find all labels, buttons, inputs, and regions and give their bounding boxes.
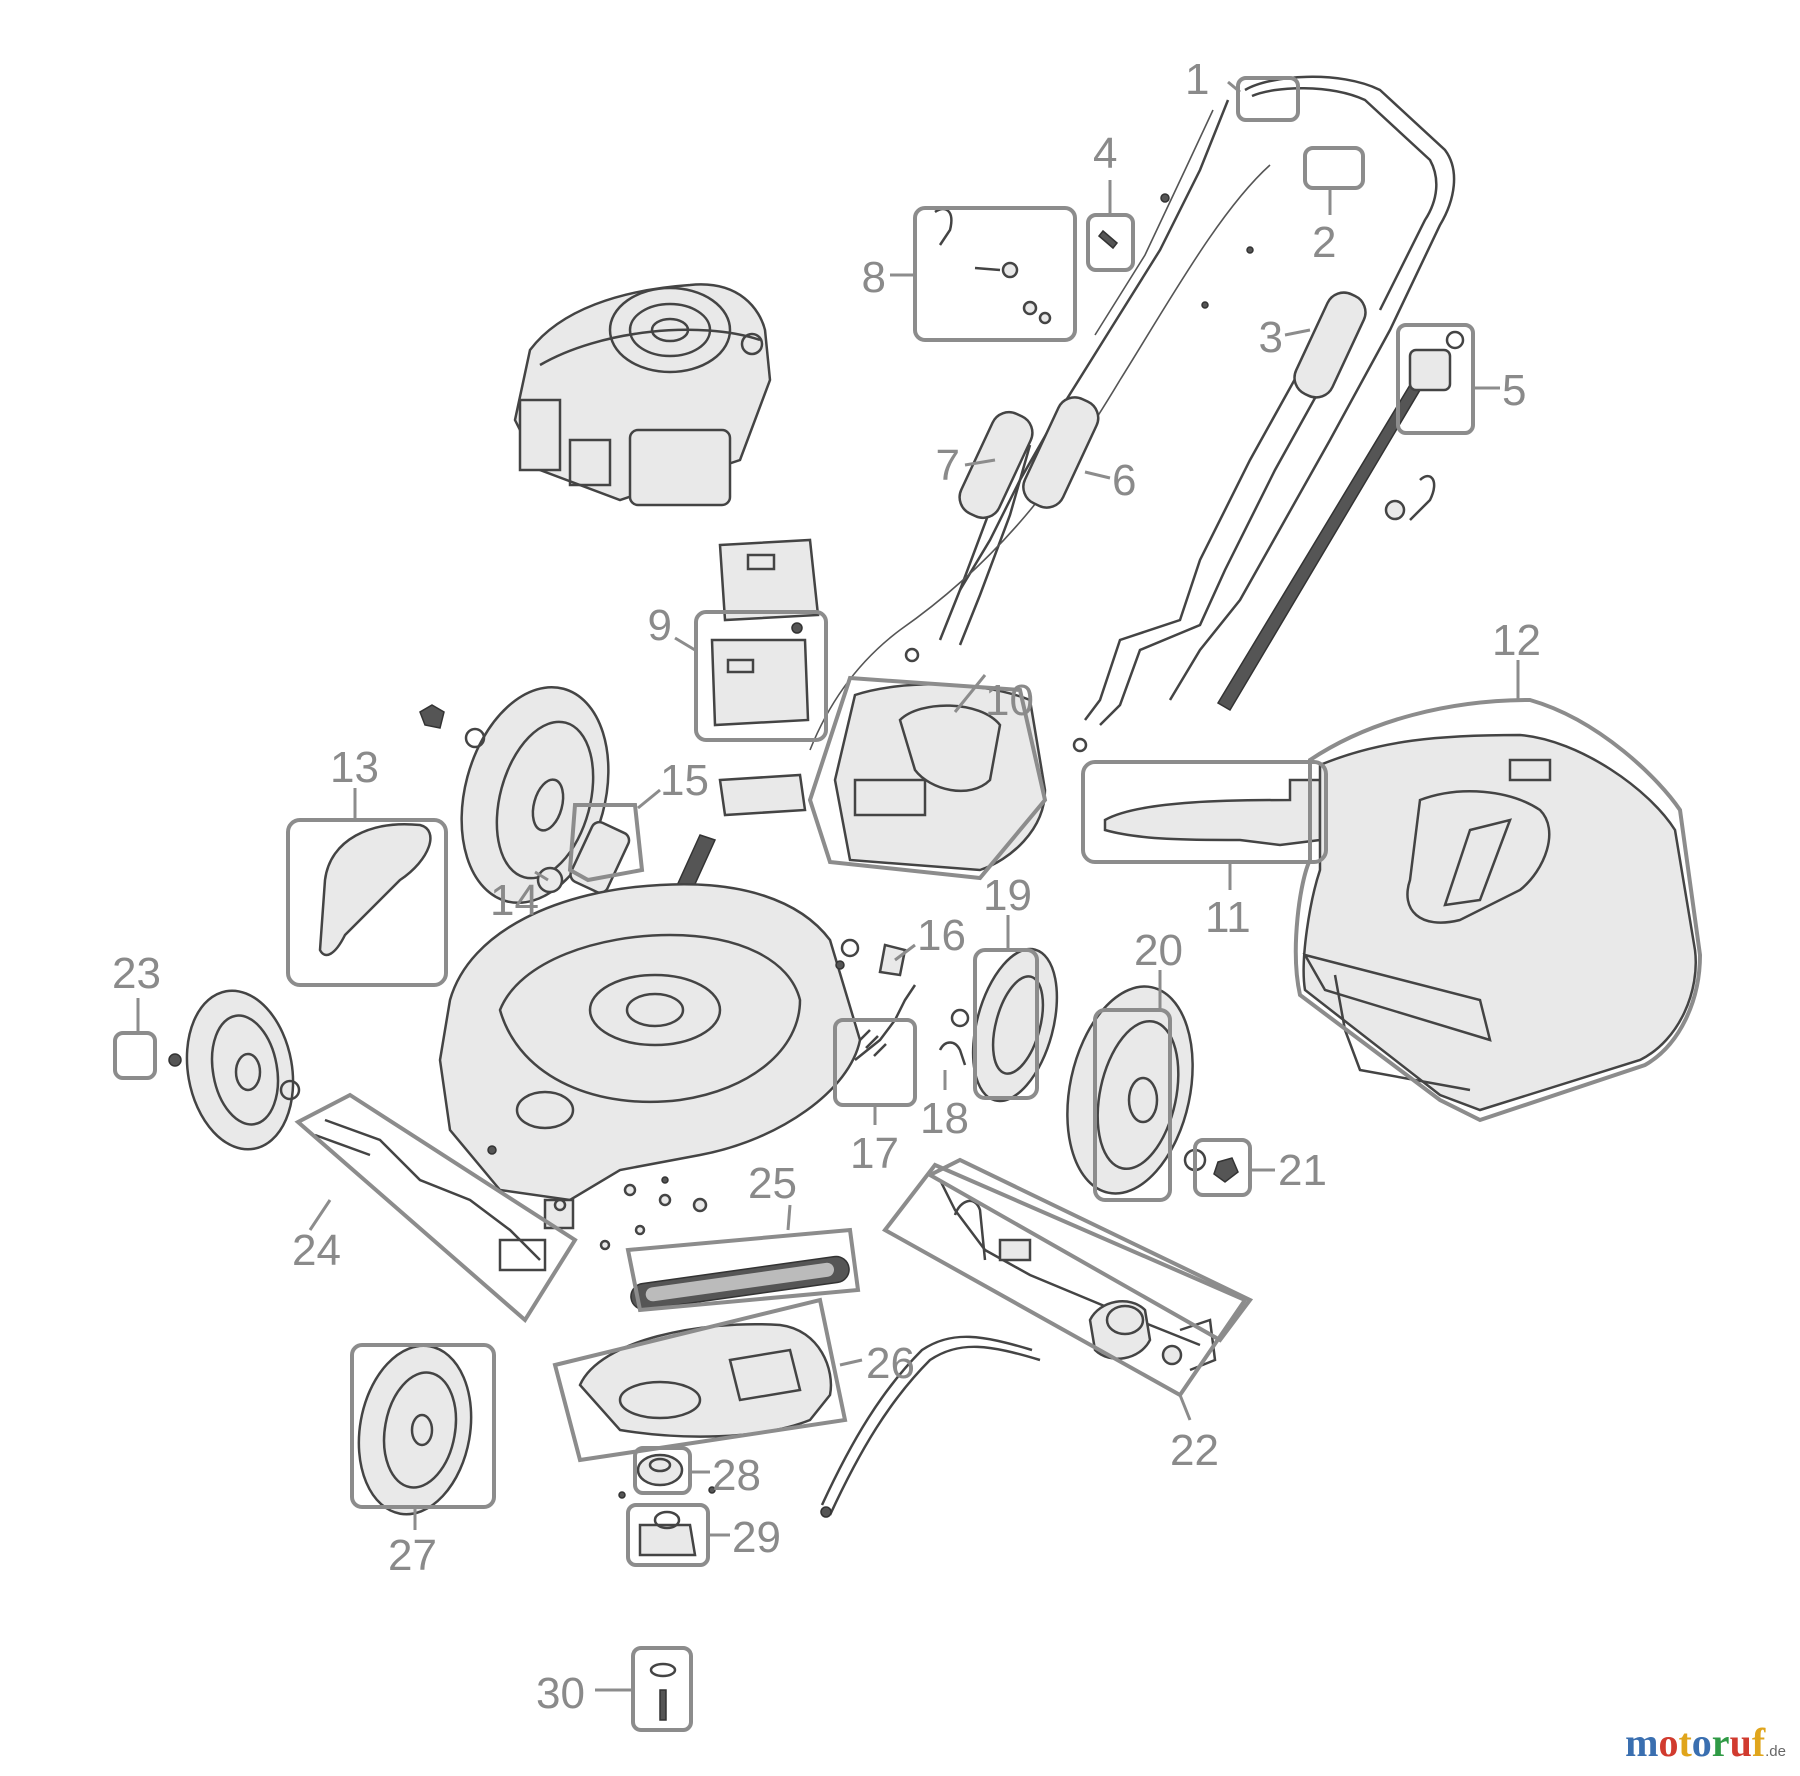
- label-2: 2: [1312, 218, 1336, 267]
- mulch-plug: [1103, 778, 1322, 847]
- throttle-lever: [934, 207, 1119, 325]
- front-axle: [314, 1118, 575, 1272]
- label-18: 18: [920, 1094, 969, 1143]
- height-adjust-rod: [1216, 330, 1465, 712]
- blade-adapter-parts: [618, 1453, 716, 1721]
- label-16: 16: [917, 911, 966, 960]
- label-23: 23: [112, 949, 161, 998]
- part-numbers: 1 2 3 4 5 6 7 8 9 10 11 12 13 14 15 16 1…: [112, 55, 1541, 1718]
- front-wheel-left: [168, 989, 301, 1151]
- gearbox-rear-axle: [938, 1179, 1217, 1372]
- label-22: 22: [1170, 1426, 1219, 1475]
- brand-letter: f: [1751, 1720, 1766, 1765]
- label-26: 26: [866, 1339, 915, 1388]
- battery-box: [710, 538, 820, 727]
- label-5: 5: [1502, 366, 1526, 415]
- pulley-and-spring: [854, 943, 1059, 1103]
- brand-logo: motoruf.de: [1625, 1719, 1786, 1766]
- label-14: 14: [490, 876, 539, 925]
- rear-wheel-right: [1066, 985, 1239, 1195]
- drive-bail: [820, 1335, 1041, 1518]
- label-29: 29: [732, 1513, 781, 1562]
- brand-letter: o: [1658, 1720, 1679, 1765]
- brand-letter: r: [1711, 1720, 1730, 1765]
- callouts: [113, 76, 1703, 1732]
- label-7: 7: [936, 441, 960, 490]
- grass-catcher: [1302, 733, 1697, 1112]
- belt: [630, 1255, 850, 1311]
- brand-letter: o: [1691, 1720, 1712, 1765]
- engine: [513, 283, 772, 507]
- label-19: 19: [983, 871, 1032, 920]
- label-17: 17: [850, 1129, 899, 1178]
- brand-letter: t: [1678, 1720, 1692, 1765]
- label-20: 20: [1134, 926, 1183, 975]
- label-9: 9: [648, 601, 672, 650]
- label-6: 6: [1112, 456, 1136, 505]
- label-15: 15: [660, 756, 709, 805]
- label-10: 10: [985, 676, 1034, 725]
- label-13: 13: [330, 743, 379, 792]
- brand-suffix: .de: [1765, 1743, 1786, 1760]
- spare-wheel: [357, 1344, 473, 1516]
- label-11: 11: [1205, 893, 1251, 942]
- drive-cover: [578, 1323, 833, 1438]
- brand-letter: m: [1625, 1720, 1659, 1765]
- deflector-and-hinge: [318, 820, 717, 957]
- label-1: 1: [1185, 55, 1209, 104]
- handle-assembly: [809, 75, 1456, 753]
- label-25: 25: [748, 1159, 797, 1208]
- mower-deck: [438, 883, 862, 1202]
- brand-letter: u: [1729, 1720, 1752, 1765]
- label-21: 21: [1278, 1146, 1327, 1195]
- label-12: 12: [1492, 616, 1541, 665]
- label-27: 27: [388, 1531, 437, 1580]
- label-8: 8: [862, 253, 886, 302]
- label-30: 30: [536, 1669, 585, 1718]
- label-3: 3: [1259, 313, 1283, 362]
- label-4: 4: [1093, 129, 1117, 178]
- label-24: 24: [292, 1226, 341, 1275]
- label-28: 28: [712, 1451, 761, 1500]
- small-fasteners: [487, 1145, 708, 1251]
